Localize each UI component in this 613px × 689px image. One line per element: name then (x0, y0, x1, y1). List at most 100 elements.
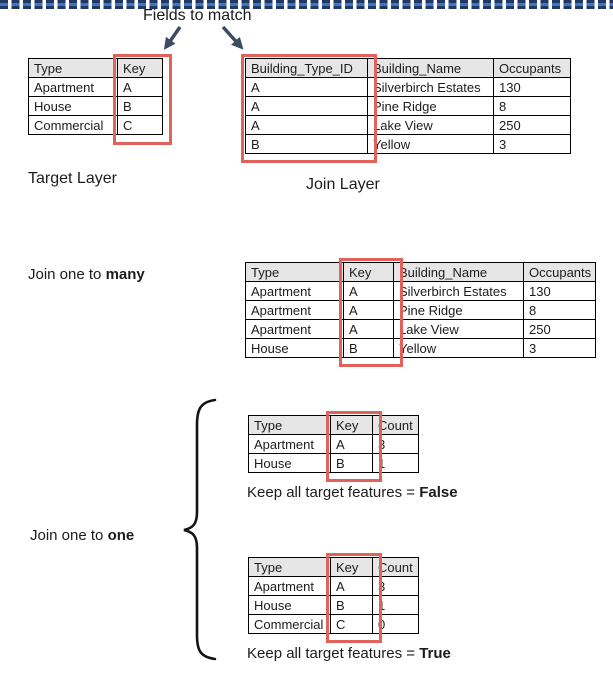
table-cell: 1 (372, 453, 419, 473)
join-one-to-one-label: Join one to one (30, 527, 134, 544)
table-cell: 3 (372, 576, 419, 596)
table-cell: A (245, 115, 368, 135)
label-text: Join one to (30, 527, 108, 544)
table-cell: Apartment (28, 77, 118, 97)
caption-text: Keep all target features = (247, 484, 420, 501)
table-cell: B (330, 453, 373, 473)
target-layer-label: Target Layer (28, 170, 117, 187)
column-header: Occupants (493, 58, 571, 78)
keep-false-caption: Keep all target features = False (247, 484, 458, 501)
table-cell: 8 (493, 96, 571, 116)
table-cell: Apartment (245, 319, 344, 339)
column-header: Type (245, 262, 344, 282)
table-cell: 130 (523, 281, 596, 301)
table-cell: Apartment (245, 300, 344, 320)
table-cell: Commercial (28, 115, 118, 135)
table-cell: 1 (372, 595, 419, 615)
join-layer-label: Join Layer (306, 176, 380, 193)
table-cell: B (117, 96, 163, 116)
table-cell: Pine Ridge (393, 300, 524, 320)
table-cell: Silverbirch Estates (393, 281, 524, 301)
table-cell: House (248, 595, 331, 615)
arrow-down-left-icon (163, 25, 182, 50)
table-cell: Apartment (248, 576, 331, 596)
table-cell: A (117, 77, 163, 97)
column-header: Building_Type_ID (245, 58, 368, 78)
table-cell: C (117, 115, 163, 135)
table-cell: C (330, 614, 373, 634)
column-header: Key (343, 262, 394, 282)
column-header: Type (28, 58, 118, 78)
column-header: Key (330, 415, 373, 435)
table-cell: 250 (523, 319, 596, 339)
table-cell: A (245, 96, 368, 116)
column-header: Key (330, 557, 373, 577)
table-cell: Lake View (367, 115, 494, 135)
table-cell: A (330, 434, 373, 454)
column-header: Key (117, 58, 163, 78)
caption-text: Keep all target features = (247, 645, 420, 662)
table-cell: B (343, 338, 394, 358)
table-cell: B (330, 595, 373, 615)
table-cell: Yellow (367, 134, 494, 154)
column-header: Building_Name (393, 262, 524, 282)
table-cell: Apartment (245, 281, 344, 301)
column-header: Type (248, 557, 331, 577)
column-header: Building_Name (367, 58, 494, 78)
table-cell: 130 (493, 77, 571, 97)
table-cell: B (245, 134, 368, 154)
table-cell: A (245, 77, 368, 97)
table-cell: 3 (493, 134, 571, 154)
keep-true-caption: Keep all target features = True (247, 645, 451, 662)
fields-to-match-title: Fields to match (143, 7, 252, 24)
section-divider (0, 0, 613, 9)
label-text: Join one to (28, 266, 106, 283)
table-cell: Pine Ridge (367, 96, 494, 116)
label-bold-text: many (105, 266, 145, 283)
column-header: Count (372, 415, 419, 435)
table-cell: Commercial (248, 614, 331, 634)
curly-brace-icon (183, 398, 217, 661)
column-header: Type (248, 415, 331, 435)
table-cell: House (28, 96, 118, 116)
caption-bold-text: False (419, 484, 458, 501)
arrow-down-right-icon (221, 25, 244, 50)
label-bold-text: one (107, 527, 135, 544)
table-cell: 3 (523, 338, 596, 358)
table-cell: House (245, 338, 344, 358)
join-one-to-many-label: Join one to many (28, 266, 145, 283)
table-cell: Silverbirch Estates (367, 77, 494, 97)
table-cell: A (330, 576, 373, 596)
table-cell: Lake View (393, 319, 524, 339)
table-cell: A (343, 281, 394, 301)
column-header: Occupants (523, 262, 596, 282)
table-cell: House (248, 453, 331, 473)
table-cell: 250 (493, 115, 571, 135)
